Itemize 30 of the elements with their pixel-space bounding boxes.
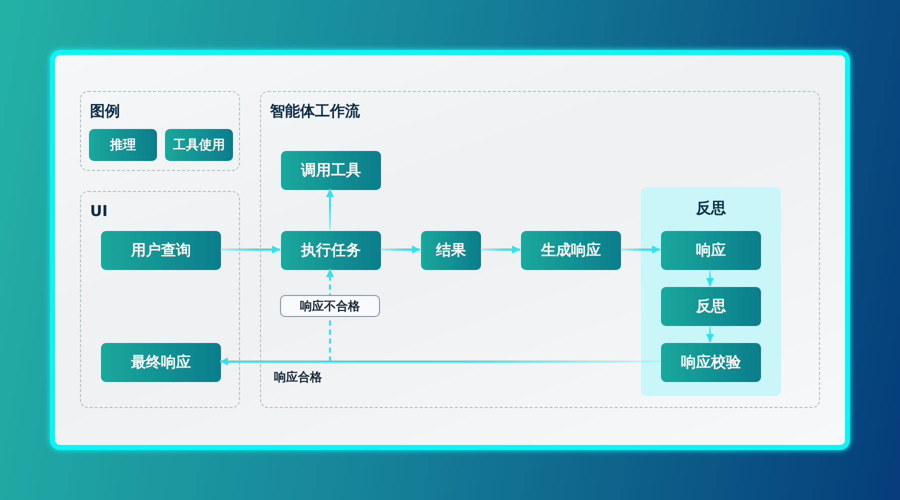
arrow (220, 246, 280, 254)
arrow (380, 246, 420, 254)
edge-label: 响应不合格 (280, 295, 380, 317)
process-box: 用户查询 (101, 231, 221, 270)
arrow (220, 358, 330, 366)
process-box: 执行任务 (281, 231, 381, 270)
arrow (706, 269, 714, 286)
arrow (620, 246, 660, 254)
connector-line (330, 360, 660, 362)
process-box: 响应校验 (661, 343, 761, 382)
group-title: 图例 (90, 102, 120, 120)
process-box: 响应 (661, 231, 761, 270)
group-panel (80, 91, 240, 171)
process-box: 推理 (89, 129, 157, 161)
edge-label: 响应合格 (273, 368, 323, 386)
group-panel (641, 187, 781, 396)
group-title: UI (90, 202, 108, 220)
group-panel (260, 91, 820, 408)
process-box: 工具使用 (165, 129, 233, 161)
group-panel (80, 191, 240, 408)
group-title: 反思 (694, 199, 727, 217)
process-box: 结果 (421, 231, 481, 270)
arrow (480, 246, 520, 254)
process-box: 生成响应 (521, 231, 621, 270)
arrow (326, 189, 334, 230)
process-box: 反思 (661, 287, 761, 326)
process-box: 调用工具 (281, 151, 381, 190)
arrow (706, 325, 714, 342)
process-box: 最终响应 (101, 343, 221, 382)
group-title: 智能体工作流 (270, 102, 360, 120)
